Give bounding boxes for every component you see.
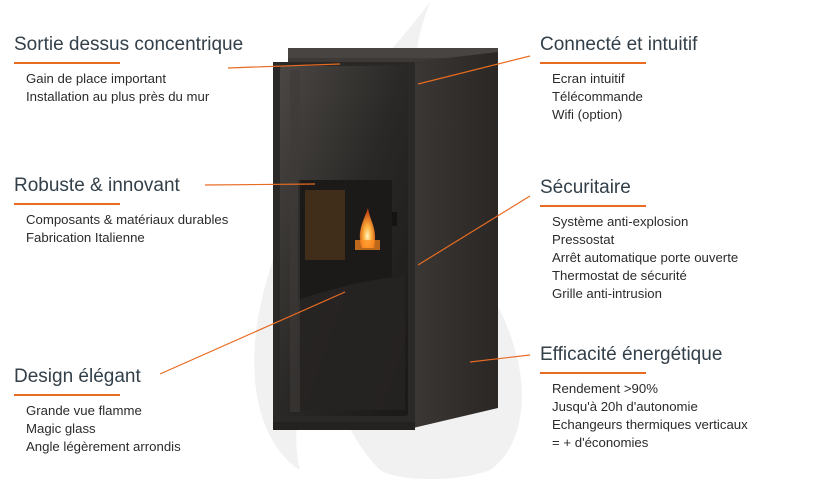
list-item: Pressostat [552,232,615,247]
feature-title: Sortie dessus concentrique [14,34,244,55]
feature-list: Ecran intuitif Télécommande Wifi (option… [552,70,697,124]
list-item: Grande vue flamme [26,403,142,418]
feature-list: Grande vue flamme Magic glass Angle légè… [26,402,181,456]
feature-connecte-intuitif: Connecté et intuitif Ecran intuitif Télé… [540,34,697,124]
list-item: Fabrication Italienne [26,230,145,245]
list-item: Arrêt automatique porte ouverte [552,250,739,265]
list-item: Ecran intuitif [552,71,625,86]
accent-rule [14,62,120,64]
list-item: Installation au plus près du mur [26,89,210,104]
feature-design-elegant: Design élégant Grande vue flamme Magic g… [14,366,181,456]
list-item: Rendement >90% [552,381,658,396]
feature-list: Gain de place important Installation au … [26,70,243,106]
list-item: Système anti-explosion [552,214,689,229]
list-item: Grille anti-intrusion [552,286,662,301]
list-item: Wifi (option) [552,107,623,122]
feature-list: Système anti-explosion Pressostat Arrêt … [552,213,738,303]
accent-rule [540,372,646,374]
feature-securitaire: Sécuritaire Système anti-explosion Press… [540,177,738,303]
list-item: Composants & matériaux durables [26,212,229,227]
list-item: Echangeurs thermiques verticaux [552,417,748,432]
list-item: Angle légèrement arrondis [26,439,181,454]
list-item: Gain de place important [26,71,167,86]
accent-rule [540,62,646,64]
list-item: Thermostat de sécurité [552,268,687,283]
feature-title: Robuste & innovant [14,175,180,196]
feature-list: Rendement >90% Jusqu'à 20h d'autonomie E… [552,380,748,452]
list-item: Magic glass [26,421,96,436]
feature-title: Connecté et intuitif [540,34,698,55]
feature-title: Sécuritaire [540,177,631,198]
feature-title: Efficacité énergétique [540,344,723,365]
accent-rule [540,205,646,207]
feature-title: Design élégant [14,366,141,387]
list-item: Jusqu'à 20h d'autonomie [552,399,698,414]
feature-efficacite-energetique: Efficacité énergétique Rendement >90% Ju… [540,344,748,452]
feature-robuste-innovant: Robuste & innovant Composants & matériau… [14,175,228,247]
list-item: Télécommande [552,89,643,104]
accent-rule [14,203,120,205]
feature-list: Composants & matériaux durables Fabricat… [26,211,228,247]
feature-sortie-dessus: Sortie dessus concentrique Gain de place… [14,34,243,106]
accent-rule [14,394,120,396]
list-item: = + d'économies [552,435,649,450]
